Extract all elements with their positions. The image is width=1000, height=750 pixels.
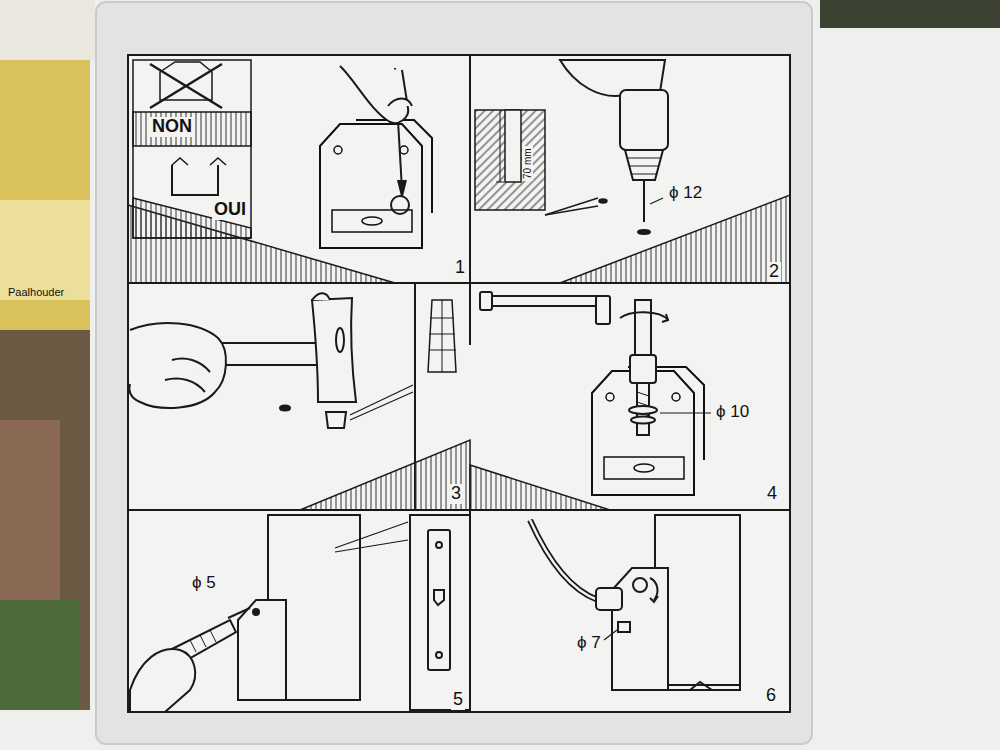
- note: NON: [150, 117, 194, 137]
- step-number: 3: [449, 484, 463, 504]
- dimension: ϕ 12: [667, 184, 704, 203]
- note: OUI: [212, 200, 248, 220]
- step-number: 5: [451, 690, 465, 710]
- dimension: ϕ 5: [190, 574, 218, 593]
- step-number: 1: [453, 258, 467, 278]
- dimension: ϕ 7: [575, 634, 603, 653]
- dimension: ϕ 10: [714, 403, 751, 422]
- product-name: Paalhouder: [6, 286, 66, 298]
- step-number: 2: [767, 262, 781, 282]
- dimension: 70 mm: [522, 146, 533, 181]
- step-number: 4: [765, 484, 779, 504]
- step-number: 6: [764, 686, 778, 706]
